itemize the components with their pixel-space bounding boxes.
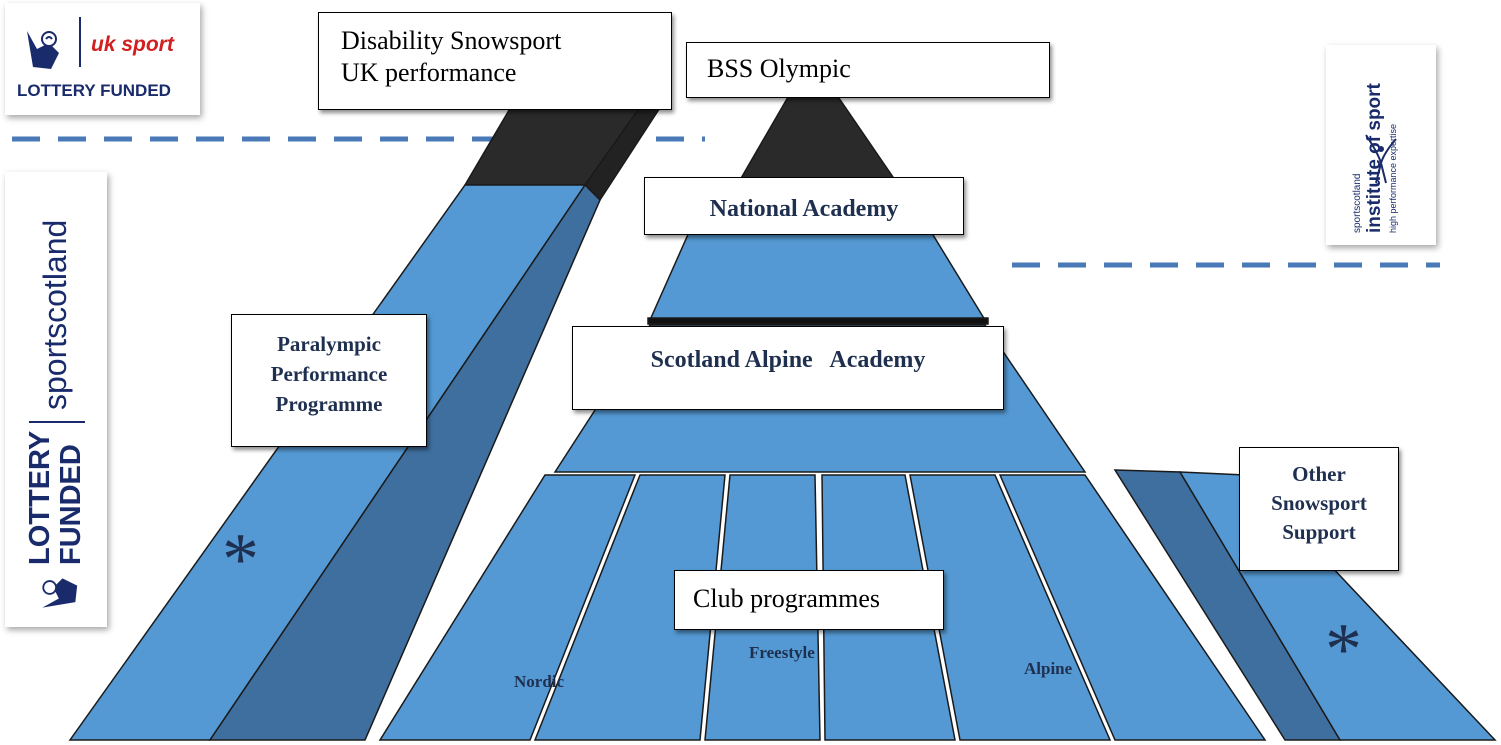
club-programmes-text: Club programmes xyxy=(693,584,881,613)
other-snowsport-label: Other Snowsport Support xyxy=(1239,447,1399,571)
paralympic-asterisk: * xyxy=(222,519,259,601)
pyramid-tier-top xyxy=(738,84,897,181)
segment-label-freestyle: Freestyle xyxy=(749,643,815,662)
sportscotland-divider xyxy=(29,420,85,423)
national-academy-text: National Academy xyxy=(709,196,899,222)
bss-olympic-label: BSS Olympic xyxy=(686,42,1050,98)
scotland-alpine-label: Scotland Alpine Academy xyxy=(572,326,1004,410)
bss-olympic-text: BSS Olympic xyxy=(707,54,851,83)
lottery-hand-icon xyxy=(42,577,78,608)
other-snowsport-text: Other Snowsport Support xyxy=(1271,462,1367,544)
paralympic-label: Paralympic Performance Programme xyxy=(231,314,427,447)
disability-snowsport-text: Disability Snowsport UK performance xyxy=(341,26,562,87)
paralympic-beam xyxy=(68,99,667,741)
segment-label-nordic: Nordic xyxy=(514,672,565,691)
sportscotland-text-block: LOTTERY FUNDED sportscotland xyxy=(11,185,101,615)
uk-sport-divider xyxy=(79,17,81,67)
pyramid-divider-bar xyxy=(647,317,989,325)
segment-5 xyxy=(909,474,1112,741)
club-programmes-label: Club programmes xyxy=(674,570,944,630)
disability-snowsport-label: Disability Snowsport UK performance xyxy=(318,12,672,110)
national-academy-label: National Academy xyxy=(644,177,964,235)
lottery-hand-icon xyxy=(27,31,59,69)
paralympic-beam-side xyxy=(208,183,601,741)
uk-sport-logo: uk sport LOTTERY FUNDED xyxy=(5,3,200,115)
other-asterisk: * xyxy=(1325,609,1362,691)
institute-org: sportscotland xyxy=(1352,173,1363,233)
segment-1 xyxy=(378,474,637,741)
pyramid-tier-national xyxy=(648,229,987,321)
institute-figure-icon xyxy=(1365,134,1397,184)
sportscotland-name: sportscotland xyxy=(37,219,73,410)
segment-6 xyxy=(998,474,1267,741)
segment-label-alpine: Alpine xyxy=(1024,659,1073,678)
sportscotland-funding: LOTTERY FUNDED xyxy=(24,430,87,565)
uk-sport-funding: LOTTERY FUNDED xyxy=(17,81,171,100)
paralympic-text: Paralympic Performance Programme xyxy=(270,332,388,416)
uk-sport-name: uk sport xyxy=(91,33,174,56)
segment-2 xyxy=(533,474,726,741)
scotland-alpine-text: Scotland Alpine Academy xyxy=(650,347,926,373)
sportscotland-logo: LOTTERY FUNDED sportscotland xyxy=(5,172,107,627)
institute-of-sport-logo: sportscotland institute of sport high pe… xyxy=(1326,45,1436,245)
